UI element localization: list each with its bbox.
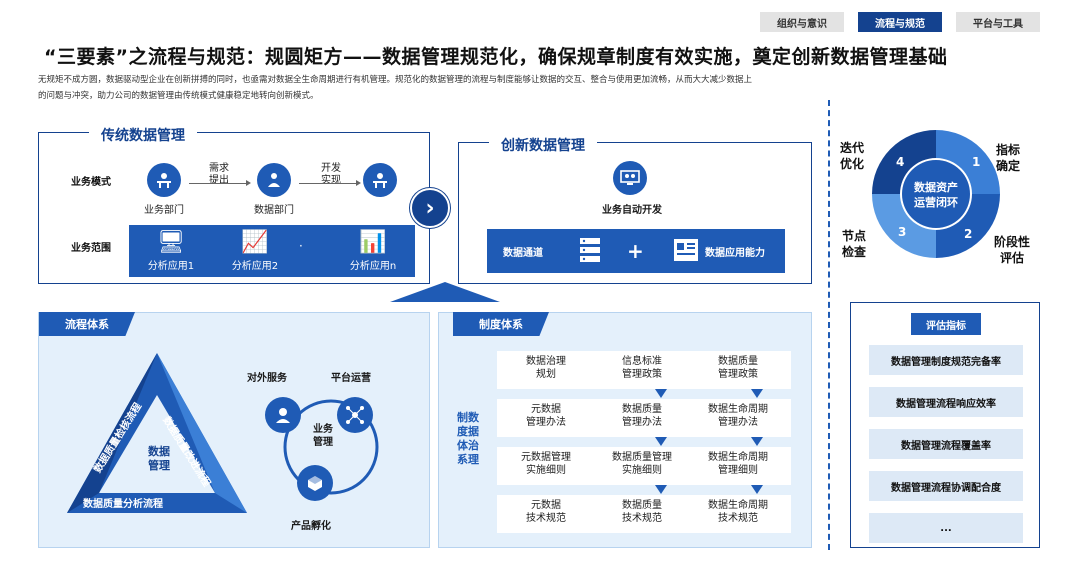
cycle-num-1: 1 [972,155,980,169]
business-dept-icon [147,163,181,197]
quality-analysis-flow-label: 数据质量分析流程 [83,499,163,510]
eval-item: 数据管理流程响应效率 [869,387,1023,417]
institution-row-1: 数据治理 规划 信息标准 管理政策 数据质量 管理政策 [497,351,791,389]
eval-item: 数据管理流程协调配合度 [869,471,1023,501]
quality-triangle [67,353,247,513]
data-dept-label: 数据部门 [254,205,294,216]
traditional-management-panel: 传统数据管理 业务模式 业务范围 业务部门 需求 提出 数据部门 开发 实现 🖥… [38,125,430,284]
down-arrow-icon [751,485,763,494]
server-icon [579,237,601,268]
process-tag: 流程体系 [39,312,135,336]
auto-dev-label: 业务自动开发 [602,205,662,216]
innovation-management-panel: 创新数据管理 业务自动开发 数据通道 + 数据应用能力 [458,135,812,284]
cycle-center-label: 数据资产 运营闭环 [914,181,958,209]
dashboard-icon: 📊 [359,230,387,255]
institution-system-panel: 制度体系 制数 度据 体治 系理 数据治理 规划 信息标准 管理政策 数据质量 … [438,312,812,548]
flow-requirement-label: 需求 提出 [209,163,229,186]
down-arrow-icon [751,389,763,398]
top-tab-bar: 组织与意识 流程与规范 平台与工具 [760,12,1040,32]
up-arrow-icon [390,282,500,302]
inst-cell: 数据生命周期 管理细则 [708,452,768,476]
section-divider [828,100,830,550]
cycle-step-1-label: 指标 确定 [996,143,1021,173]
data-channel-label: 数据通道 [503,247,543,259]
inst-cell: 数据质量管理 实施细则 [612,452,672,476]
institution-row-4: 元数据 技术规范 数据质量 技术规范 数据生命周期 技术规范 [497,495,791,533]
auto-dev-icon [613,161,647,195]
data-dept-icon [257,163,291,197]
analysis-app-n-label: 分析应用n [349,261,397,272]
business-dept-return-icon [363,163,397,197]
analysis-app-n: 📊 分析应用n [333,229,413,272]
person-service-icon [265,397,301,433]
analysis-app-2: 📈 分析应用2 [215,229,295,272]
process-system-panel: 流程体系 数据质量检核流程 数据质量改进流程 数据质量分析流程 数据 管理 对外… [38,312,430,548]
down-arrow-icon [655,437,667,446]
business-range-bar: 🖥 分析应用1 📈 分析应用2 · 📊 分析应用n [129,225,415,277]
data-capability-label: 数据应用能力 [705,247,765,259]
institution-side-label: 制数 度据 体治 系理 [457,411,479,466]
institution-tag: 制度体系 [453,312,549,336]
cycle-step-4-label: 迭代 优化 [840,141,865,171]
business-management-label: 业务 管理 [313,424,333,448]
cycle-num-2: 2 [964,227,972,241]
cycle-step-2-label: 阶段性 评估 [994,235,1031,265]
tab-org-awareness[interactable]: 组织与意识 [760,12,844,32]
network-icon [337,397,373,433]
inst-cell: 数据质量 管理政策 [718,356,758,380]
analysis-app-1-label: 分析应用1 [147,261,195,272]
inst-cell: 元数据 管理办法 [526,404,566,428]
innovation-title: 创新数据管理 [489,135,597,155]
transition-chevron-icon: › [410,188,450,228]
innovation-bar: 数据通道 + 数据应用能力 [487,229,785,273]
inst-cell: 数据质量 技术规范 [622,500,662,524]
product-box-icon [297,465,333,501]
product-incubation-label: 产品孵化 [291,521,331,532]
eval-item: ... [869,513,1023,543]
cycle-num-3: 3 [898,225,906,239]
platform-ops-label: 平台运营 [331,373,371,384]
inst-cell: 数据生命周期 技术规范 [708,500,768,524]
tab-platform-tools[interactable]: 平台与工具 [956,12,1040,32]
cycle-num-4: 4 [896,155,904,169]
monitor-icon: 🖥 [157,230,185,255]
flow-arrow-1 [189,180,251,186]
chart-monitor-icon: 📈 [241,230,269,255]
business-dept-label: 业务部门 [144,205,184,216]
tab-process-norms[interactable]: 流程与规范 [858,12,942,32]
traditional-title: 传统数据管理 [89,125,197,145]
institution-row-3: 元数据管理 实施细则 数据质量管理 实施细则 数据生命周期 管理细则 [497,447,791,485]
down-arrow-icon [751,437,763,446]
app-screen-icon [673,238,699,265]
business-range-label: 业务范围 [71,243,111,254]
plus-sign: + [627,239,644,263]
service-ring [283,399,379,495]
inst-cell: 数据治理 规划 [526,356,566,380]
down-arrow-icon [655,485,667,494]
external-service-label: 对外服务 [247,373,287,384]
cycle-step-3-label: 节点 检查 [842,229,867,259]
flow-arrow-2 [299,180,361,186]
inst-cell: 数据质量 管理办法 [622,404,662,428]
eval-item: 数据管理流程覆盖率 [869,429,1023,459]
operation-cycle-ring: 1 2 3 4 [872,130,1000,258]
inst-cell: 元数据 技术规范 [526,500,566,524]
down-arrow-icon [655,389,667,398]
inst-cell: 数据生命周期 管理办法 [708,404,768,428]
flow-develop-label: 开发 实现 [321,163,341,186]
page-description: 无规矩不成方圆，数据驱动型企业在创新拼搏的同时，也亟需对数据全生命周期进行有机管… [38,75,753,101]
evaluation-panel: 评估指标 数据管理制度规范完备率 数据管理流程响应效率 数据管理流程覆盖率 数据… [850,302,1040,548]
triangle-center-label: 数据 管理 [148,445,170,472]
institution-row-2: 元数据 管理办法 数据质量 管理办法 数据生命周期 管理办法 [497,399,791,437]
analysis-app-2-label: 分析应用2 [231,261,279,272]
page-title: “三要素”之流程与规范：规圆矩方——数据管理规范化，确保规章制度有效实施，奠定创… [44,46,948,68]
evaluation-tag: 评估指标 [911,313,981,335]
apps-ellipsis: · [299,239,303,253]
business-mode-label: 业务模式 [71,177,111,188]
analysis-app-1: 🖥 分析应用1 [131,229,211,272]
eval-item: 数据管理制度规范完备率 [869,345,1023,375]
inst-cell: 元数据管理 实施细则 [521,452,571,476]
inst-cell: 信息标准 管理政策 [622,356,662,380]
